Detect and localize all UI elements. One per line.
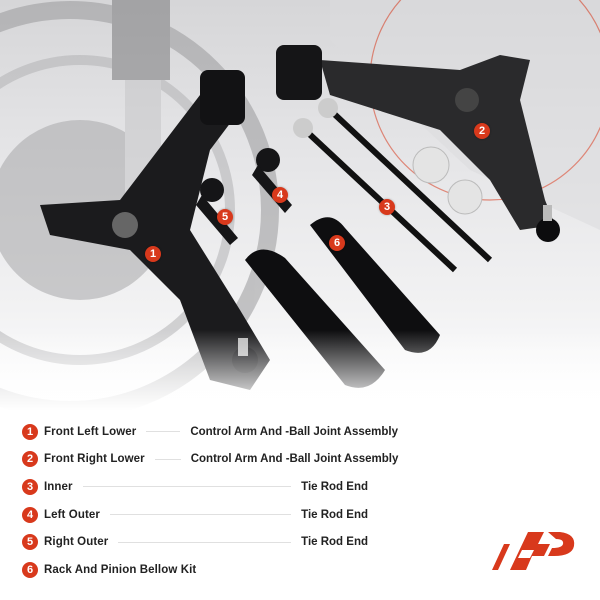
legend-divider: [82, 486, 292, 488]
callout-badge-6: 6: [329, 235, 345, 251]
suspension-parts-illustration: [0, 0, 600, 410]
legend-row: 5 Right Outer Tie Rod End: [22, 528, 368, 556]
callout-badge-4: 4: [272, 187, 288, 203]
legend-left-label: Inner: [44, 480, 73, 493]
legend-row: 4 Left Outer Tie Rod End: [22, 501, 368, 529]
legend-right-label: Tie Rod End: [301, 480, 368, 493]
legend-divider: [109, 514, 292, 516]
legend-row: 6 Rack And Pinion Bellow Kit: [22, 556, 368, 584]
control-arm-right: [276, 45, 560, 242]
parts-legend: 1 Front Left Lower Control Arm And -Ball…: [22, 418, 398, 584]
legend-row: 3 Inner Tie Rod End: [22, 473, 368, 501]
legend-number-badge: 4: [22, 506, 38, 523]
legend-right-label: Control Arm And -Ball Joint Assembly: [190, 425, 398, 438]
callout-badge-5: 5: [217, 209, 233, 225]
legend-left-label: Left Outer: [44, 508, 100, 521]
callout-badge-2: 2: [474, 123, 490, 139]
legend-right-label: Tie Rod End: [301, 536, 368, 549]
legend-left-label: Right Outer: [44, 536, 109, 549]
legend-left-label: Front Right Lower: [44, 453, 145, 466]
inner-tie-rods: [293, 98, 493, 273]
legend-divider: [118, 541, 292, 543]
brand-logo-icon: [492, 532, 575, 570]
legend-number-badge: 5: [22, 534, 38, 551]
legend-row: 1 Front Left Lower Control Arm And -Ball…: [22, 418, 398, 446]
legend-left-label: Rack And Pinion Bellow Kit: [44, 563, 197, 576]
legend-right-label: Tie Rod End: [301, 508, 368, 521]
legend-row: 2 Front Right Lower Control Arm And -Bal…: [22, 446, 398, 474]
legend-right-label: Control Arm And -Ball Joint Assembly: [190, 453, 399, 466]
legend-number-badge: 1: [22, 423, 38, 440]
legend-number-badge: 3: [22, 478, 38, 495]
legend-number-badge: 2: [22, 451, 38, 468]
legend-divider: [154, 458, 181, 460]
callout-badge-3: 3: [379, 199, 395, 215]
legend-divider: [146, 431, 181, 433]
legend-number-badge: 6: [22, 561, 38, 578]
callout-badge-1: 1: [145, 246, 161, 262]
product-photo: 1 2 3 4 5 6: [0, 0, 600, 410]
legend-left-label: Front Left Lower: [44, 425, 137, 438]
